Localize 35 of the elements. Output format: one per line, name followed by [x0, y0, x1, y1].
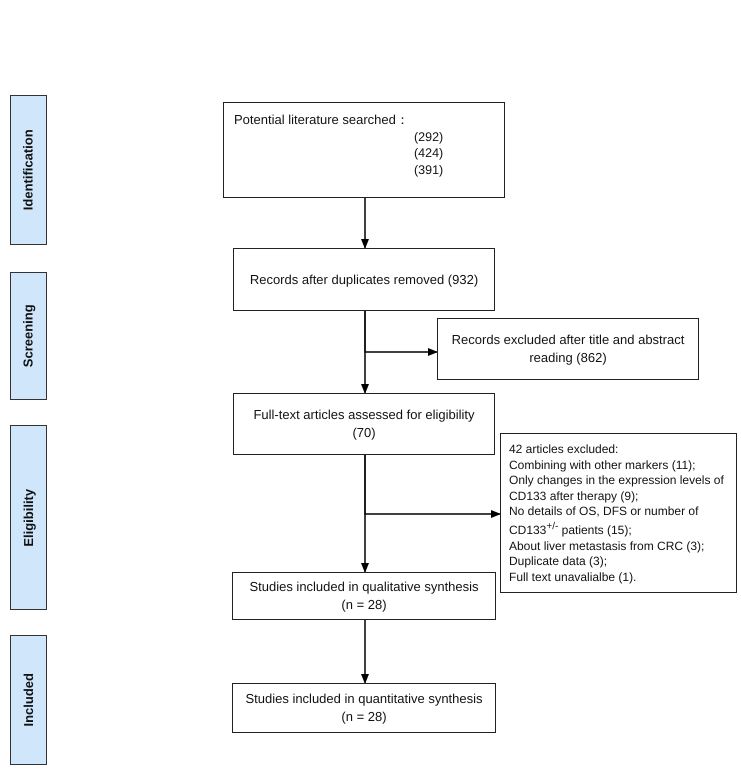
phase-band [10, 95, 47, 245]
phase-band [10, 635, 47, 765]
arrow [361, 198, 369, 249]
box-text: Only changes in the expression levels of CD133 after therapy (9); [509, 473, 725, 504]
process-box [232, 572, 496, 620]
box-text: Duplicate data (3); [509, 554, 608, 570]
box-text: Combining with other markers (11); [509, 458, 697, 474]
box-text: Studies included in quantitative synthesis (n = 28) [244, 690, 484, 726]
box-text: Records after duplicates removed (932) [250, 270, 478, 288]
box-text: (391) [413, 162, 444, 180]
process-box [232, 683, 496, 733]
box-heading: 42 articles excluded: [509, 442, 620, 458]
phase-band [10, 425, 47, 610]
process-box [233, 248, 495, 311]
arrow [361, 620, 369, 684]
search-box [223, 102, 505, 198]
box-text: Records excluded after title and abstract reading (862) [450, 331, 686, 367]
box-text: Studies included in qualitative synthesis (n = 28) [248, 578, 480, 614]
phase-band [10, 272, 47, 400]
box-text: No details of OS, DFS or number of CD133$^{+/-}$ patients (15); [509, 504, 700, 539]
process-box [233, 393, 495, 455]
box-text: Full text unavalialbe (1). [509, 570, 638, 586]
process-box [437, 318, 699, 380]
phase-label: Identification [20, 130, 37, 210]
box-heading: Potential literature searched： [234, 111, 410, 129]
arrow [364, 455, 501, 518]
box-text: (292) [413, 128, 444, 146]
phase-label: Eligibility [20, 488, 37, 546]
arrow [364, 311, 438, 356]
box-text: Full-text articles assessed for eligibility (70) [252, 406, 476, 442]
phase-label: Screening [20, 304, 37, 368]
phase-label: Included [20, 673, 37, 727]
exclusion-box [500, 433, 737, 593]
box-text: (424) [413, 145, 444, 162]
box-text: About liver metastasis from CRC (3); [509, 538, 706, 554]
